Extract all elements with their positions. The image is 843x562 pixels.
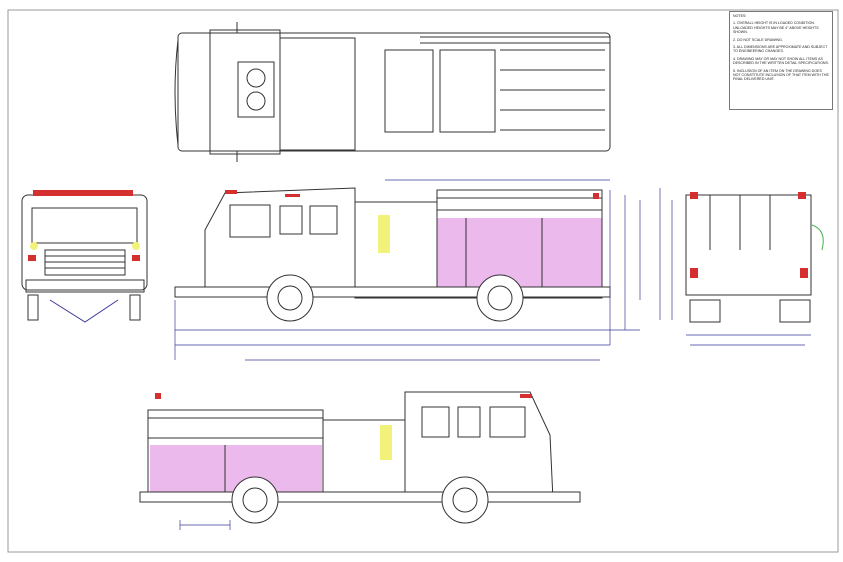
rear-view: [659, 188, 824, 346]
note-4: 4. DRAWING MAY OR MAY NOT SHOW ALL ITEMS…: [733, 56, 829, 66]
note-2: 2. DO NOT SCALE DRAWING.: [733, 37, 783, 42]
top-view: [174, 22, 611, 162]
notes-title: NOTES:: [733, 14, 747, 18]
note-5: 5. INCLUSION OF AN ITEM ON THE DRAWING D…: [733, 68, 829, 82]
note-3: 3. ALL DIMENSIONS ARE APPROXIMATE AND SU…: [733, 45, 828, 54]
front-view: [21, 190, 148, 323]
driver-side-view: [174, 179, 641, 361]
officer-side-view: [139, 391, 581, 530]
note-1: 1. OVERALL HEIGHT IS IN LOADED CONDITION…: [733, 21, 819, 35]
drawing-notes: NOTES: 1. OVERALL HEIGHT IS IN LOADED CO…: [729, 11, 833, 110]
sheet-border: [7, 9, 839, 553]
